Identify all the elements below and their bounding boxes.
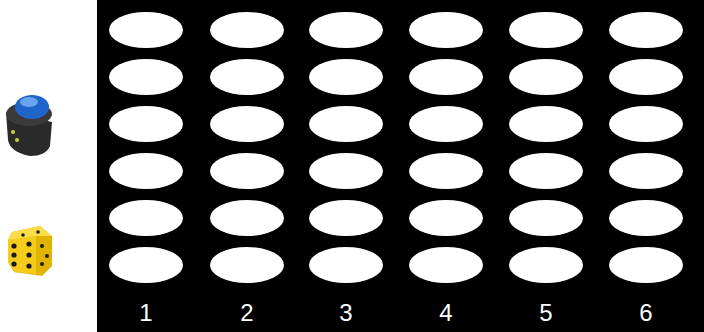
- button-screw: [15, 138, 19, 142]
- pip: [45, 254, 49, 258]
- hole: [609, 200, 683, 236]
- pip: [11, 243, 16, 248]
- hole: [309, 247, 383, 283]
- column-number: 1: [139, 301, 152, 325]
- hole: [210, 12, 284, 48]
- hole: [409, 106, 483, 142]
- hole: [509, 200, 583, 236]
- pip: [21, 233, 25, 237]
- button-dome: [15, 95, 49, 119]
- hole: [509, 12, 583, 48]
- hole: [409, 153, 483, 189]
- die: [8, 226, 52, 276]
- die-top-face: [8, 226, 52, 240]
- hole: [309, 200, 383, 236]
- hole: [509, 247, 583, 283]
- hole: [409, 200, 483, 236]
- button-screw: [11, 130, 15, 134]
- column-number: 5: [539, 301, 552, 325]
- hole: [409, 59, 483, 95]
- hole: [109, 153, 183, 189]
- hole: [309, 153, 383, 189]
- hole-grid: [109, 12, 683, 283]
- hole: [210, 200, 284, 236]
- column-number: 6: [639, 301, 652, 325]
- pip: [26, 263, 31, 268]
- hole: [309, 59, 383, 95]
- hole: [309, 106, 383, 142]
- board-background: [97, 0, 704, 332]
- die-pips: [11, 230, 49, 268]
- die-front-face: [8, 236, 36, 274]
- hole: [109, 200, 183, 236]
- hole: [210, 59, 284, 95]
- hole: [309, 12, 383, 48]
- column-number: 2: [240, 301, 253, 325]
- hole: [509, 59, 583, 95]
- column-number: 4: [439, 301, 452, 325]
- pip: [26, 241, 31, 246]
- pip: [40, 244, 44, 248]
- hole: [109, 12, 183, 48]
- hole: [109, 106, 183, 142]
- hole: [609, 12, 683, 48]
- hole: [509, 106, 583, 142]
- hole: [509, 153, 583, 189]
- hole: [609, 153, 683, 189]
- buzzer-button: [6, 95, 52, 156]
- hole: [609, 59, 683, 95]
- hole: [609, 106, 683, 142]
- die-body: [8, 226, 52, 276]
- hole: [210, 106, 284, 142]
- pip: [36, 230, 40, 234]
- column-number: 3: [339, 301, 352, 325]
- pip: [40, 262, 44, 266]
- button-shine: [20, 97, 38, 107]
- pip: [26, 252, 31, 257]
- hole: [609, 247, 683, 283]
- hole: [210, 153, 284, 189]
- hole: [109, 247, 183, 283]
- hole: [409, 12, 483, 48]
- pip: [11, 252, 16, 257]
- hole: [210, 247, 284, 283]
- hole: [409, 247, 483, 283]
- hole: [109, 59, 183, 95]
- pip: [11, 261, 16, 266]
